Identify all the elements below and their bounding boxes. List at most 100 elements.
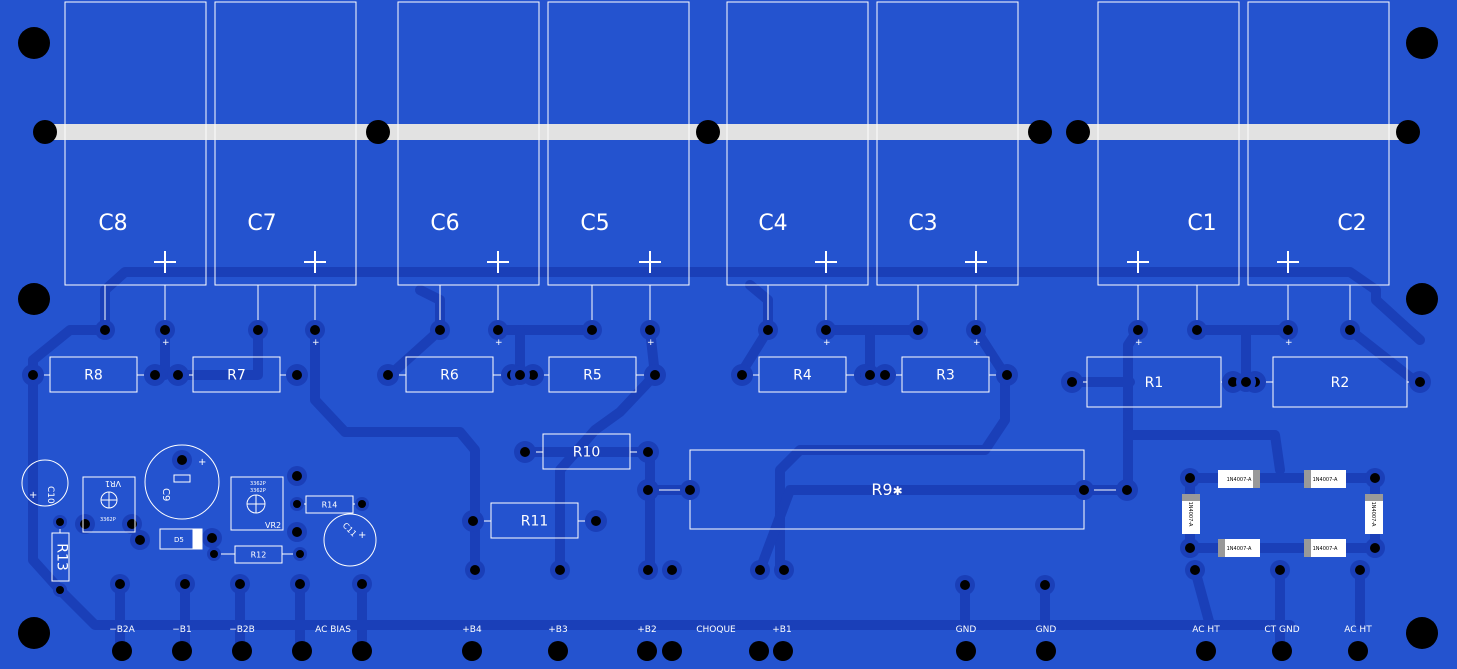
pad-hole — [865, 370, 875, 380]
terminal-11: GND — [1036, 625, 1057, 661]
mounting-hole — [18, 27, 50, 59]
pad-hole — [177, 455, 187, 465]
diode-label: 1N4007-A — [1313, 477, 1338, 483]
diode-band — [1253, 470, 1260, 488]
pad-hole — [880, 370, 890, 380]
resistor-label: R2 — [1331, 375, 1350, 391]
resistor-label: R14 — [322, 500, 338, 509]
diode-body — [1304, 470, 1346, 488]
terminal-9: +B1 — [749, 625, 793, 661]
diode-label: 1N4007-A — [1227, 546, 1252, 552]
pad-plus-mark: + — [647, 338, 655, 348]
resistor-r12: R12 — [207, 545, 307, 564]
pad-hole — [737, 370, 747, 380]
diode-band — [1304, 470, 1311, 488]
pad-plus-mark: + — [162, 338, 170, 348]
mounting-hole — [18, 617, 50, 649]
pad-hole — [1241, 377, 1251, 387]
pad-hole — [643, 447, 653, 457]
pad-hole — [1355, 565, 1365, 575]
terminal-label: −B2B — [229, 625, 255, 635]
terminal-6: +B3 — [548, 625, 568, 661]
terminal-label: GND — [956, 625, 977, 635]
terminal-label: AC HT — [1344, 625, 1372, 635]
pad-hole — [310, 325, 320, 335]
pad-hole — [1079, 485, 1089, 495]
capacitor-outline — [1097, 1, 1240, 286]
terminal-4: AC BIAS — [292, 625, 372, 661]
pad-hole — [1122, 485, 1132, 495]
resistor-r13: R13 — [51, 515, 70, 597]
terminal-pad — [352, 641, 372, 661]
terminal-label: GND — [1036, 625, 1057, 635]
pad-hole — [685, 485, 695, 495]
pad-plus-mark: + — [1135, 338, 1143, 348]
terminal-pad — [1036, 641, 1056, 661]
pad-hole — [80, 519, 90, 529]
mounting-hole — [1406, 27, 1438, 59]
pad-hole — [1067, 377, 1077, 387]
pad-hole — [1185, 473, 1195, 483]
pad-hole — [515, 370, 525, 380]
mounting-hole — [1396, 120, 1420, 144]
diode-label: 1N4007-A — [1370, 502, 1376, 527]
pad-hole — [643, 565, 653, 575]
pad-hole — [755, 565, 765, 575]
pad-hole — [253, 325, 263, 335]
terminal-label: CT GND — [1264, 625, 1299, 635]
diode-body — [1304, 539, 1346, 557]
mounting-hole — [1406, 283, 1438, 315]
d5-label: D5 — [174, 536, 184, 544]
diode-4: 1N4007-A — [1365, 494, 1383, 534]
pad-hole — [1185, 543, 1195, 553]
resistor-label: R4 — [793, 367, 812, 383]
capacitor-outline — [726, 1, 869, 286]
terminal-3: −B2B — [229, 625, 255, 661]
pad-hole — [435, 325, 445, 335]
pad-hole — [358, 500, 366, 508]
resistor-r7: R7 — [167, 356, 308, 393]
c11-plus: + — [358, 530, 366, 541]
terminal-8: CHOQUE — [662, 625, 736, 661]
vr1-outline — [82, 476, 136, 533]
resistor-label: R3 — [936, 367, 955, 383]
c9-label: C9 — [160, 488, 171, 501]
mounting-hole — [1066, 120, 1090, 144]
terminal-pad — [956, 641, 976, 661]
pad-hole — [650, 370, 660, 380]
capacitor-c2: C2+ — [1247, 1, 1390, 348]
diode-band — [1182, 494, 1200, 501]
pad-hole — [1192, 325, 1202, 335]
mounting-hole — [366, 120, 390, 144]
resistor-r10: R10 — [514, 433, 659, 470]
pad-hole — [555, 565, 565, 575]
terminal-label: CHOQUE — [696, 625, 736, 635]
resistor-r11: R11 — [462, 502, 607, 539]
terminal-label: +B4 — [462, 625, 482, 635]
terminal-10: GND — [956, 625, 977, 661]
capacitor-label: C3 — [908, 211, 937, 236]
diode-body — [1218, 539, 1260, 557]
terminal-pad — [548, 641, 568, 661]
capacitor-outline — [547, 1, 690, 286]
diode-label: 1N4007-A — [1227, 477, 1252, 483]
pad-hole — [1275, 565, 1285, 575]
capacitor-label: C8 — [98, 211, 127, 236]
mounting-hole — [18, 283, 50, 315]
diode-6: 1N4007-A — [1304, 539, 1346, 557]
terminal-pad — [1196, 641, 1216, 661]
pad-hole — [235, 579, 245, 589]
terminal-pad — [462, 641, 482, 661]
mounting-hole — [696, 120, 720, 144]
capacitor-label: C7 — [247, 211, 276, 236]
diode-bridge: 1N4007-A 1N4007-A 1N4007-A 1N4007-A 1N4007-A… — [1182, 470, 1383, 557]
vr2-code-2: 3362P — [250, 488, 266, 494]
capacitor-label: C5 — [580, 211, 609, 236]
c9-outline — [144, 444, 220, 520]
capacitor-outline — [397, 1, 540, 286]
terminal-label: +B1 — [772, 625, 791, 635]
diode-label: 1N4007-A — [1313, 546, 1338, 552]
